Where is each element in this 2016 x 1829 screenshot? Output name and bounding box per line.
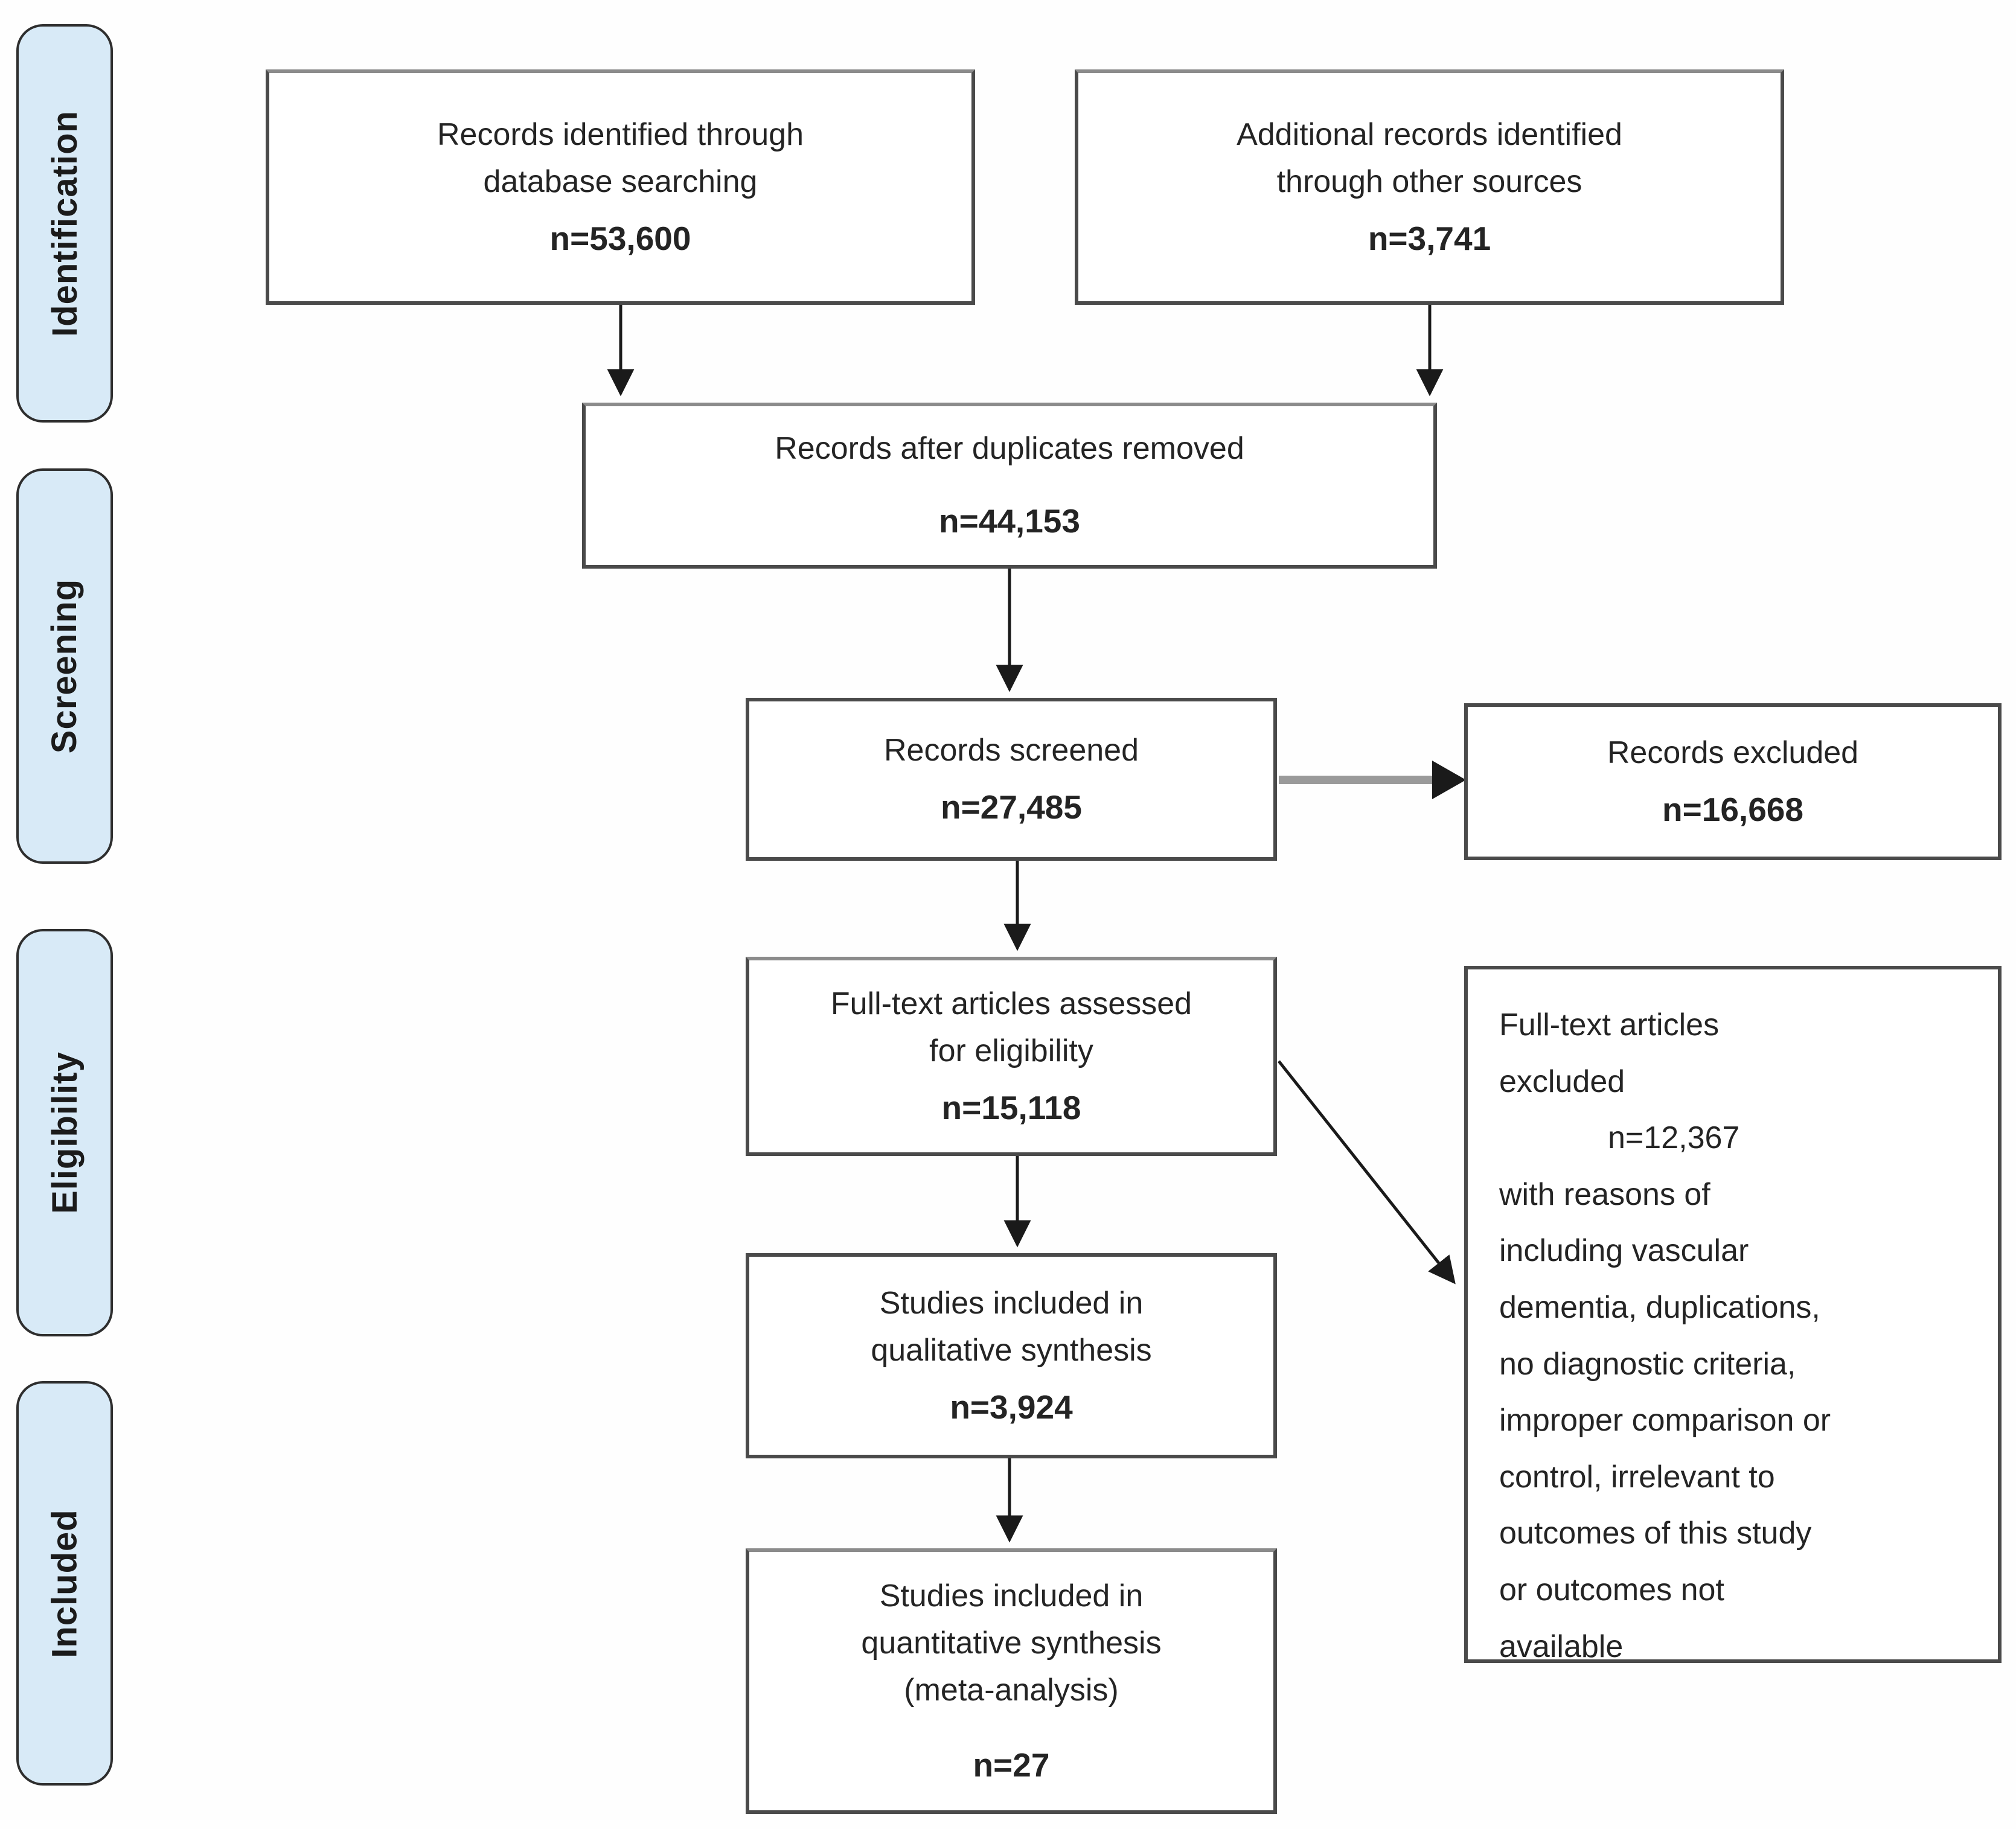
box-text-line: Full-text articles — [1499, 1007, 1720, 1042]
box-text-line: Full-text articles assessed — [830, 986, 1192, 1021]
stage-eligibility: Eligibility — [16, 929, 113, 1336]
box-text-line: no diagnostic criteria, — [1499, 1346, 1796, 1382]
box-count: n=44,153 — [939, 502, 1080, 540]
box-text-line: including vascular — [1499, 1233, 1749, 1269]
box-qualitative-synthesis: Studies included in qualitative synthesi… — [746, 1253, 1277, 1458]
box-text-line: Studies included in — [879, 1578, 1144, 1614]
box-text-line: Records after duplicates removed — [775, 431, 1244, 467]
box-text-line: through other sources — [1276, 164, 1582, 199]
box-text-line: or outcomes not — [1499, 1572, 1724, 1607]
stage-included: Included — [16, 1381, 113, 1786]
box-text-line: qualitative synthesis — [871, 1332, 1152, 1368]
box-text-line: database searching — [483, 164, 758, 199]
stage-label: Screening — [45, 578, 85, 754]
box-records-identified-database: Records identified through database sear… — [266, 69, 975, 305]
stage-label: Eligibility — [45, 1052, 85, 1214]
box-text-line: Records screened — [884, 732, 1139, 768]
stage-screening: Screening — [16, 468, 113, 864]
box-text-line: Records identified through — [437, 117, 804, 152]
box-fulltext-assessed: Full-text articles assessed for eligibil… — [746, 957, 1277, 1156]
box-count: n=53,600 — [549, 219, 691, 257]
box-text-line: quantitative synthesis — [861, 1625, 1162, 1661]
box-text-line: Studies included in — [879, 1285, 1144, 1321]
box-count: n=15,118 — [941, 1088, 1081, 1126]
box-records-screened: Records screened n=27,485 — [746, 698, 1277, 861]
box-text-line: Additional records identified — [1237, 117, 1622, 152]
box-additional-records: Additional records identified through ot… — [1075, 69, 1784, 305]
box-records-excluded: Records excluded n=16,668 — [1464, 703, 2002, 860]
box-text-line: for eligibility — [929, 1033, 1093, 1068]
box-text-line: Records excluded — [1607, 735, 1859, 770]
box-count: n=12,367 — [1608, 1120, 1740, 1156]
box-count: n=27,485 — [941, 788, 1082, 826]
box-text-line: with reasons of — [1499, 1176, 1710, 1212]
box-text-line: excluded — [1499, 1064, 1625, 1099]
box-text-line: outcomes of this study — [1499, 1516, 1812, 1551]
box-count: n=16,668 — [1662, 790, 1803, 828]
box-count: n=3,924 — [950, 1388, 1073, 1426]
arrowhead-screened-to-excluded — [1432, 761, 1466, 799]
box-text-line: dementia, duplications, — [1499, 1289, 1820, 1325]
stage-identification: Identification — [16, 24, 113, 423]
box-records-after-duplicates: Records after duplicates removed n=44,15… — [582, 403, 1437, 569]
arrow-fulltext-to-excluded-diagonal — [1278, 1060, 1456, 1285]
box-text-line: available — [1499, 1629, 1624, 1664]
box-text-line: improper comparison or — [1499, 1403, 1831, 1438]
box-text-line: control, irrelevant to — [1499, 1459, 1775, 1495]
stage-label: Included — [45, 1508, 85, 1658]
box-count: n=27 — [973, 1746, 1050, 1784]
box-fulltext-excluded: Full-text articles excluded n=12,367 wit… — [1464, 966, 2002, 1664]
stage-label: Identification — [45, 110, 85, 337]
box-quantitative-synthesis: Studies included in quantitative synthes… — [746, 1548, 1277, 1814]
box-count: n=3,741 — [1368, 219, 1491, 257]
box-text-line: (meta-analysis) — [904, 1672, 1119, 1708]
